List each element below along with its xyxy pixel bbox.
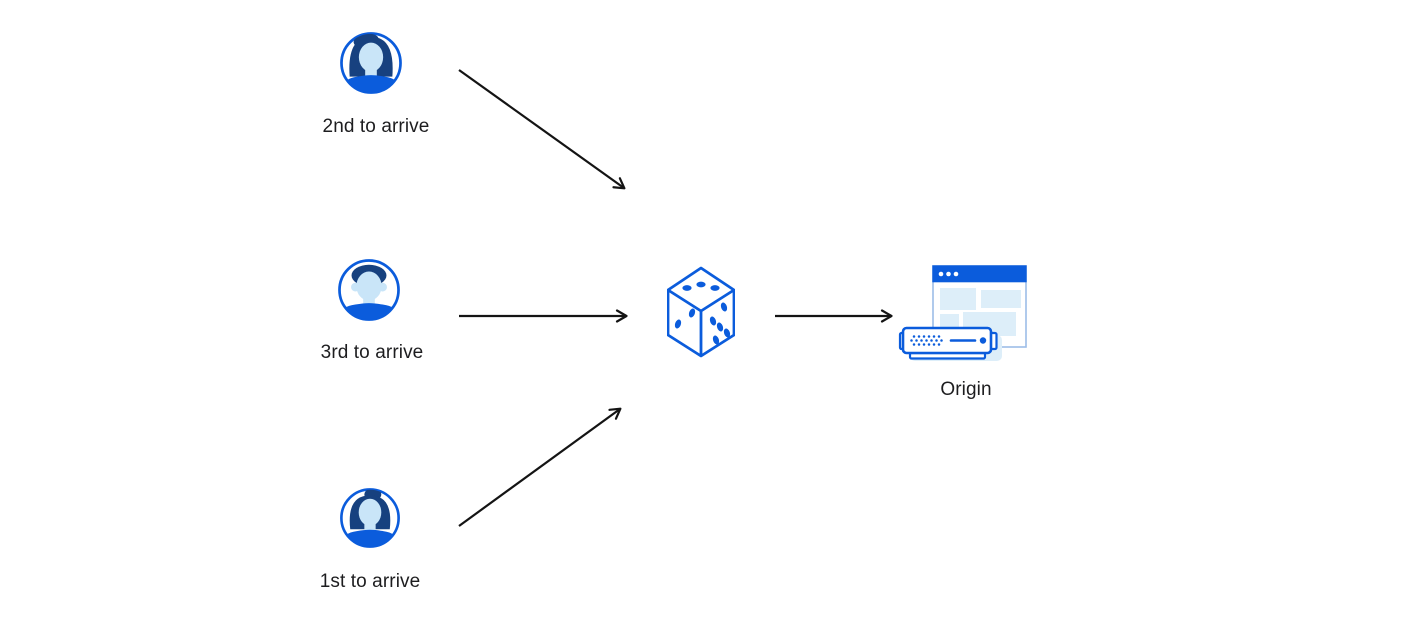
origin-server-icon (898, 265, 1027, 361)
node-router (666, 266, 736, 363)
node-origin (893, 258, 1038, 375)
node-label: 1st to arrive (319, 571, 421, 592)
user-avatar-icon (338, 259, 400, 321)
node-label: 3rd to arrive (320, 342, 424, 363)
node-label: 2nd to arrive (322, 116, 430, 137)
user-avatar-icon (340, 32, 402, 94)
node-client-third (336, 257, 402, 328)
arrow-first-to-dice (458, 407, 622, 527)
node-client-second (338, 30, 404, 101)
node-label: Origin (940, 379, 992, 400)
node-client-first (338, 486, 402, 555)
arrow-second-to-dice (458, 69, 626, 190)
dice-icon (666, 266, 736, 358)
user-avatar-icon (340, 488, 400, 548)
